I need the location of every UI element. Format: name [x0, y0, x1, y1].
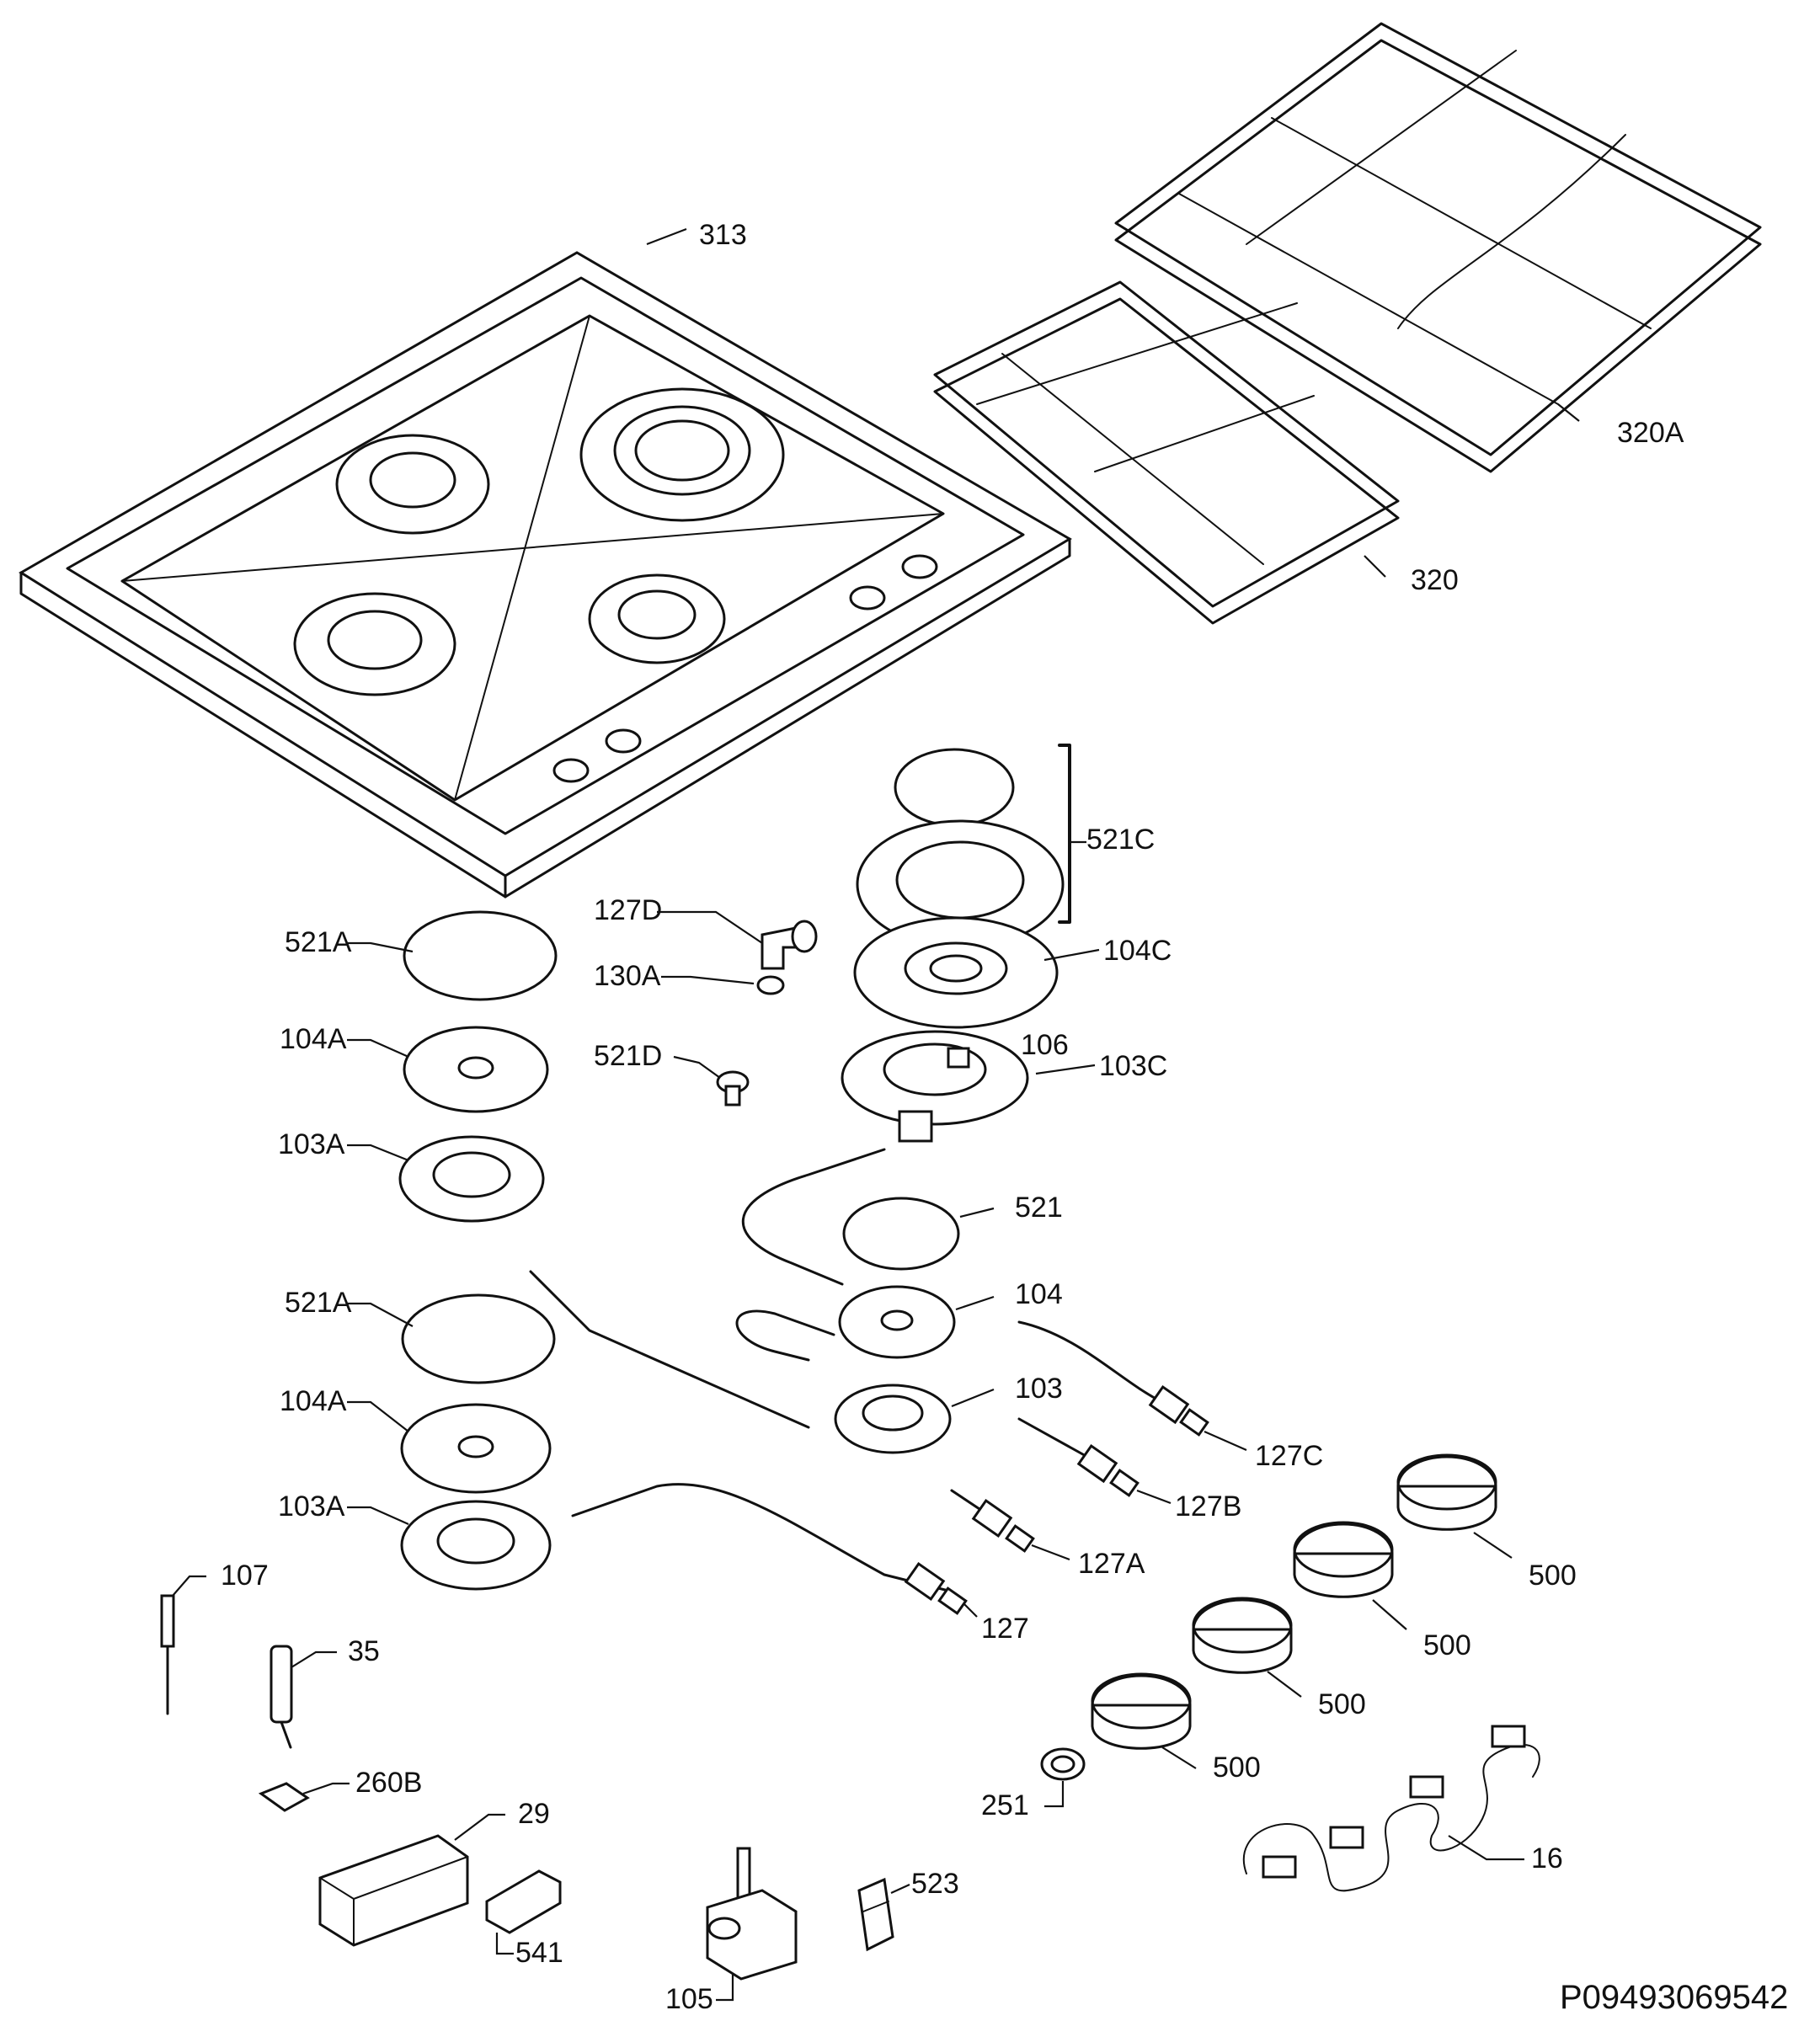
label-105: 105 [665, 1983, 713, 2015]
burner-cap-set-521c[interactable] [856, 748, 1065, 949]
pan-support-320[interactable] [933, 280, 1400, 625]
burner-base-103[interactable] [834, 1384, 952, 1454]
label-127c: 127C [1255, 1440, 1323, 1472]
label-130a: 130A [594, 960, 661, 992]
thermocouple-107[interactable] [160, 1594, 175, 1715]
label-127b: 127B [1175, 1490, 1241, 1522]
label-16: 16 [1531, 1842, 1563, 1874]
label-104c: 104C [1103, 935, 1172, 967]
burner-base-103a-bottom[interactable] [400, 1500, 552, 1591]
label-35: 35 [348, 1635, 380, 1667]
clamp-523[interactable] [857, 1877, 894, 1952]
label-29: 29 [518, 1798, 550, 1830]
connector-541[interactable] [485, 1869, 562, 1934]
label-521a-top: 521A [285, 926, 352, 958]
elbow-connector-127d[interactable] [761, 920, 818, 970]
label-103a-bottom: 103A [278, 1490, 345, 1522]
label-521c: 521C [1086, 824, 1155, 856]
label-313: 313 [699, 219, 747, 251]
label-521a-bottom: 521A [285, 1287, 352, 1319]
label-500-1: 500 [1213, 1752, 1261, 1784]
clip-260b[interactable] [258, 1782, 310, 1812]
injector-106[interactable] [947, 1047, 970, 1069]
gas-valve-105[interactable] [706, 1847, 798, 1981]
burner-crown-104a-bottom[interactable] [400, 1403, 552, 1494]
burner-crown-104c[interactable] [853, 916, 1059, 1029]
burner-crown-104[interactable] [838, 1285, 956, 1359]
ignition-plug-35[interactable] [270, 1645, 293, 1749]
gas-pipes[interactable] [529, 1148, 1164, 1593]
burner-cap-521a-top[interactable] [403, 910, 558, 1001]
ring-251[interactable] [1040, 1747, 1086, 1781]
knob-500-2[interactable] [1192, 1597, 1293, 1674]
seal-130a[interactable] [756, 975, 785, 995]
ignition-harness-16[interactable] [1243, 1725, 1540, 1892]
label-103a-top: 103A [278, 1128, 345, 1160]
label-103: 103 [1015, 1373, 1063, 1405]
burner-cap-521[interactable] [842, 1197, 960, 1271]
plug-521d[interactable] [716, 1070, 750, 1106]
label-500-3: 500 [1423, 1629, 1471, 1661]
label-127d: 127D [594, 894, 662, 926]
connector-127a[interactable] [971, 1498, 1035, 1553]
burner-crown-104a-top[interactable] [403, 1026, 549, 1113]
label-107: 107 [221, 1560, 269, 1592]
label-103c: 103C [1099, 1050, 1167, 1082]
label-521: 521 [1015, 1192, 1063, 1224]
label-106: 106 [1021, 1029, 1069, 1061]
label-541: 541 [515, 1937, 563, 1969]
pan-support-320a[interactable] [1114, 22, 1762, 473]
burner-base-103a-top[interactable] [398, 1135, 545, 1223]
knob-500-1[interactable] [1091, 1672, 1192, 1750]
label-127a: 127A [1078, 1548, 1145, 1580]
label-104a-top: 104A [280, 1023, 347, 1055]
label-251: 251 [981, 1789, 1029, 1821]
burner-base-103c[interactable] [841, 1030, 1029, 1143]
hob-top-313[interactable] [19, 251, 1072, 899]
label-500-4: 500 [1529, 1560, 1577, 1592]
knob-500-3[interactable] [1293, 1521, 1394, 1598]
connector-127b[interactable] [1076, 1443, 1140, 1497]
burner-cap-521a-bottom[interactable] [401, 1293, 556, 1384]
label-523: 523 [911, 1868, 959, 1900]
label-521d: 521D [594, 1040, 662, 1072]
label-500-2: 500 [1318, 1688, 1366, 1720]
label-127: 127 [981, 1613, 1029, 1645]
document-code: P09493069542 [1560, 1979, 1788, 2016]
connector-127c[interactable] [1148, 1384, 1209, 1437]
label-320a: 320A [1617, 417, 1684, 449]
label-260b: 260B [355, 1767, 422, 1799]
knob-500-4[interactable] [1396, 1453, 1497, 1531]
ignition-generator-29[interactable] [318, 1834, 469, 1947]
label-320: 320 [1411, 564, 1459, 596]
label-104a-bottom: 104A [280, 1385, 347, 1417]
connector-127[interactable] [904, 1561, 968, 1615]
label-104: 104 [1015, 1278, 1063, 1310]
